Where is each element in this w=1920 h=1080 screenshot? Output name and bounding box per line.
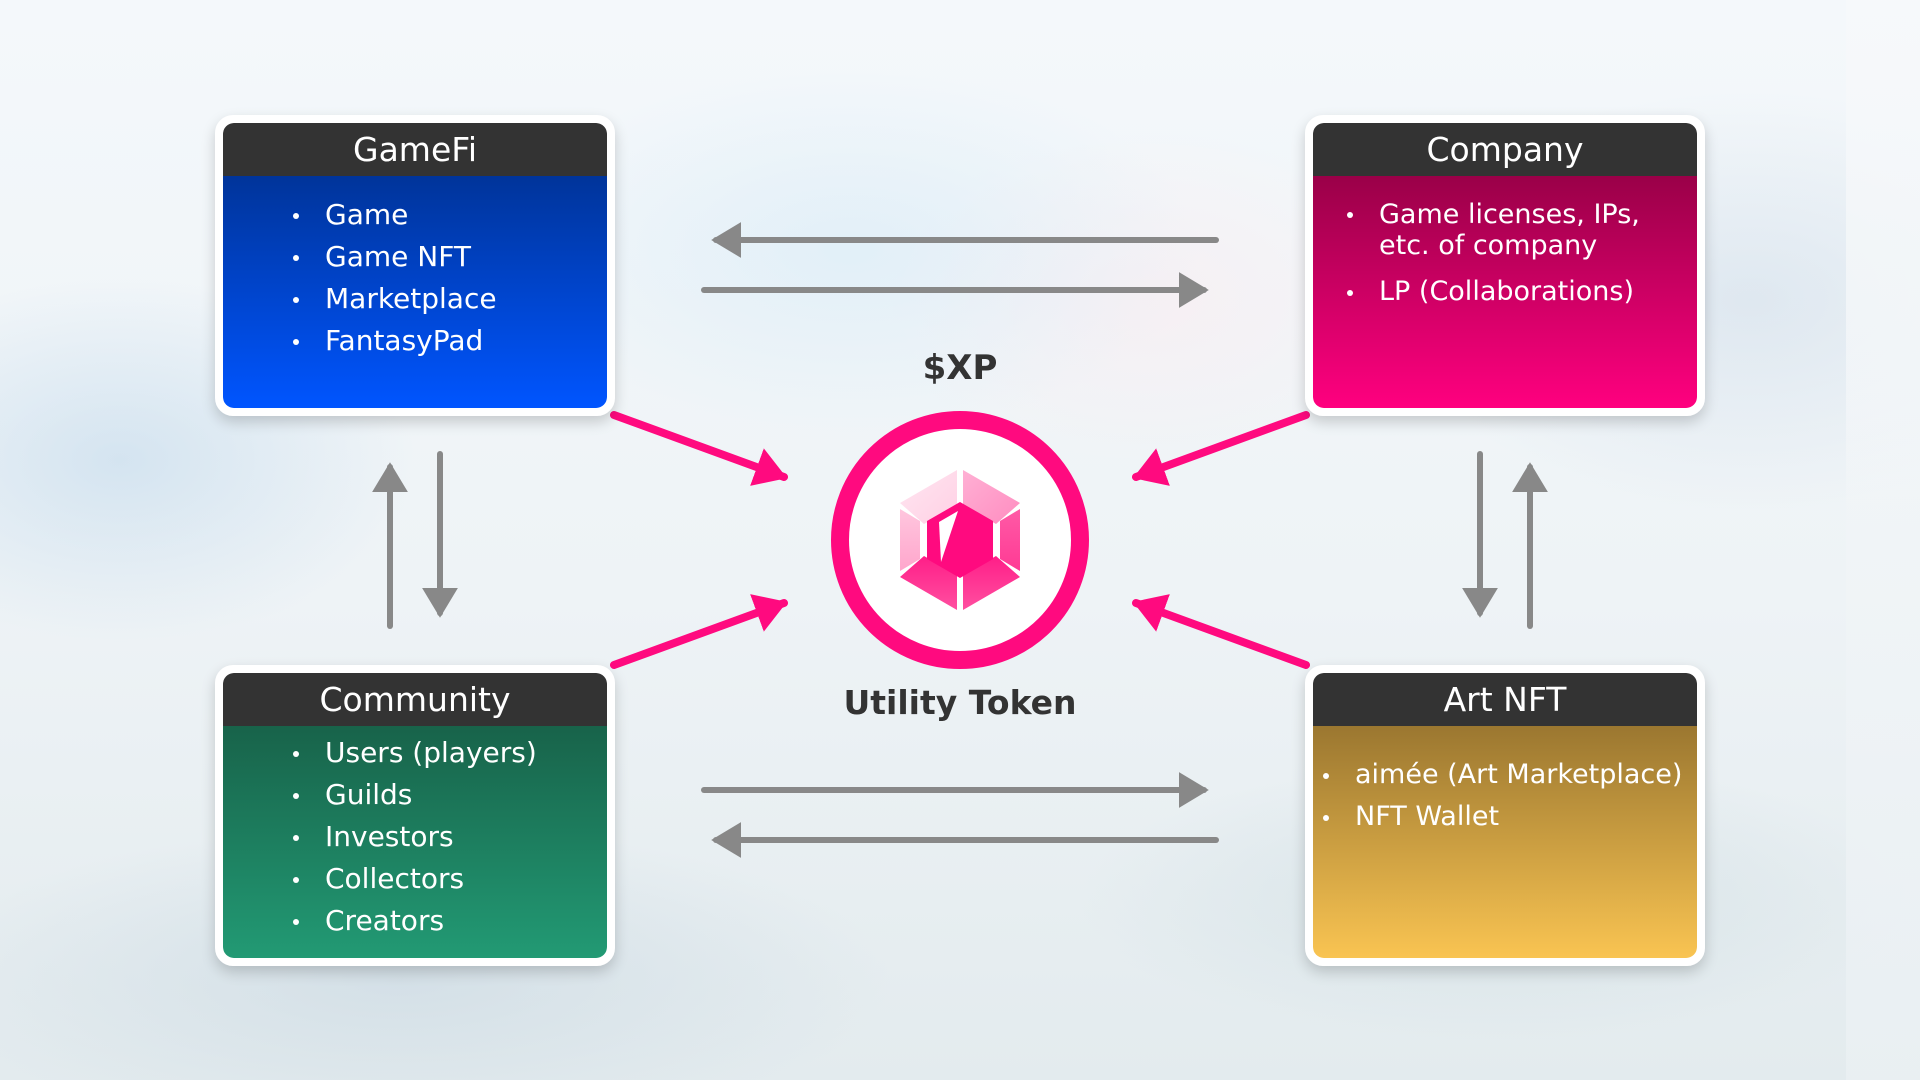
- list-item: Game licenses, IPs, etc. of company: [1345, 198, 1645, 261]
- token-ticker: $XP: [922, 348, 998, 388]
- arrow-artnft-to-token: [1132, 594, 1310, 669]
- card-body: Game Game NFT Marketplace FantasyPad: [223, 176, 607, 408]
- card-body: Game licenses, IPs, etc. of company LP (…: [1313, 176, 1697, 408]
- list-item: Collectors: [291, 858, 537, 900]
- item-list: Users (players) Guilds Investors Collect…: [291, 732, 537, 942]
- card-company: Company Game licenses, IPs, etc. of comp…: [1305, 115, 1705, 416]
- list-item: Guilds: [291, 774, 537, 816]
- card-artnft: Art NFT aimée (Art Marketplace) NFT Wall…: [1305, 665, 1705, 966]
- arrow-company-to-token: [1132, 411, 1310, 486]
- list-item: Game: [291, 194, 497, 236]
- background-edge: [1846, 0, 1920, 1080]
- card-title: GameFi: [223, 123, 607, 176]
- list-item: aimée (Art Marketplace): [1321, 754, 1682, 796]
- list-item: NFT Wallet: [1321, 796, 1682, 838]
- item-list: Game Game NFT Marketplace FantasyPad: [291, 194, 497, 362]
- list-item: LP (Collaborations): [1345, 271, 1645, 313]
- list-item: Investors: [291, 816, 537, 858]
- list-item: FantasyPad: [291, 320, 497, 362]
- list-item: Users (players): [291, 732, 537, 774]
- card-gamefi: GameFi Game Game NFT Marketplace Fantasy…: [215, 115, 615, 416]
- arrow-gamefi-to-token: [610, 411, 788, 486]
- card-title: Community: [223, 673, 607, 726]
- card-title: Company: [1313, 123, 1697, 176]
- item-list: aimée (Art Marketplace) NFT Wallet: [1321, 754, 1682, 838]
- card-body: Users (players) Guilds Investors Collect…: [223, 726, 607, 958]
- card-title: Art NFT: [1313, 673, 1697, 726]
- token-caption: Utility Token: [843, 683, 1077, 722]
- list-item: Marketplace: [291, 278, 497, 320]
- arrow-community-to-token: [610, 594, 788, 669]
- gem-icon: [900, 470, 1020, 610]
- card-community: Community Users (players) Guilds Investo…: [215, 665, 615, 966]
- list-item: Game NFT: [291, 236, 497, 278]
- card-body: aimée (Art Marketplace) NFT Wallet: [1313, 726, 1697, 958]
- list-item: Creators: [291, 900, 537, 942]
- item-list: Game licenses, IPs, etc. of company LP (…: [1345, 198, 1645, 313]
